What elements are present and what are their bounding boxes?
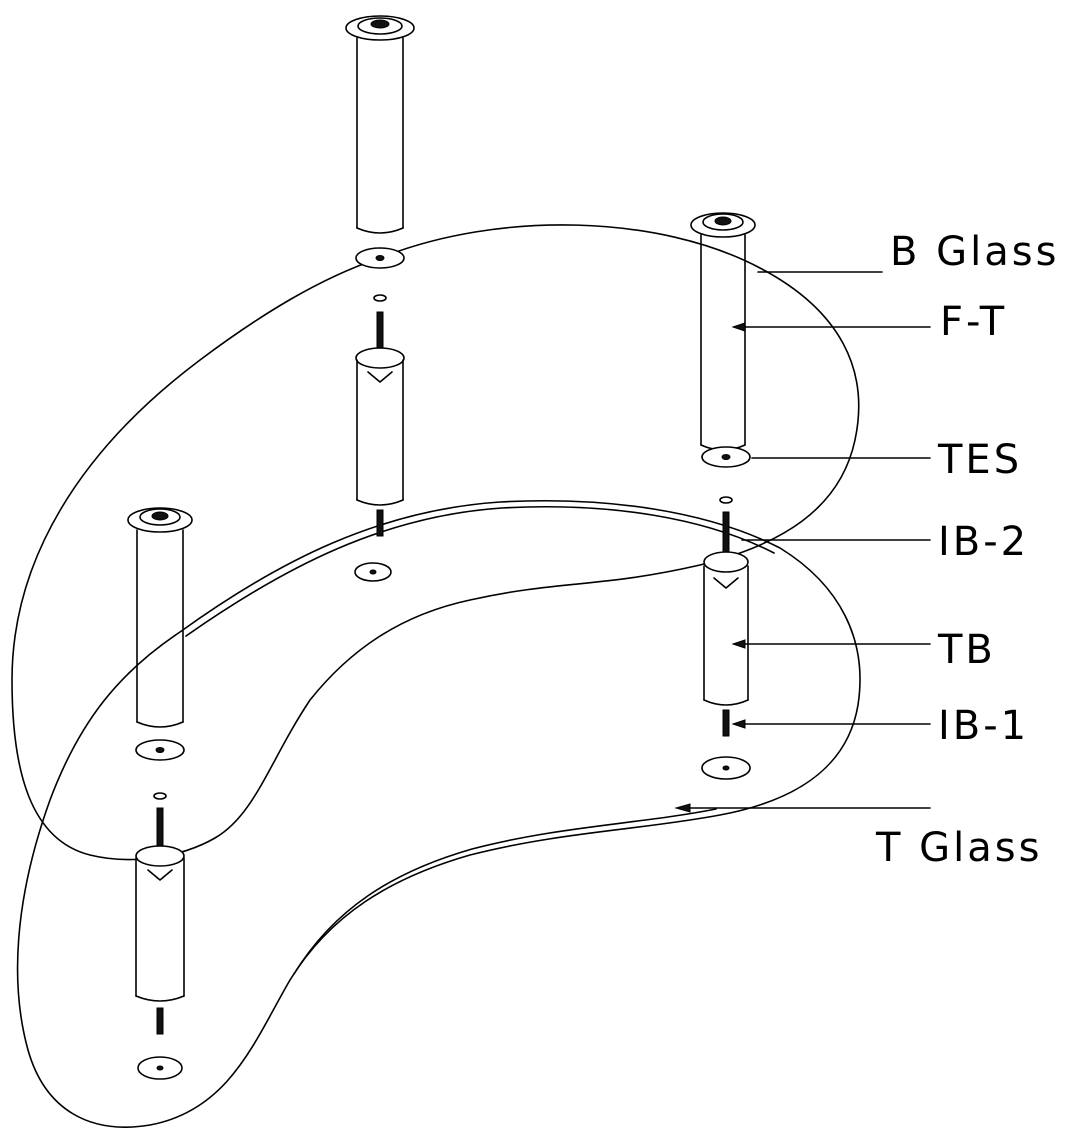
bottom-glass-outline bbox=[11, 224, 860, 861]
arrow-ib-1 bbox=[731, 719, 746, 729]
top-glass-outline bbox=[16, 500, 861, 1128]
arrow-tb bbox=[731, 639, 746, 649]
front-left-leg bbox=[127, 507, 193, 1080]
label-t-glass: T Glass bbox=[876, 825, 1043, 871]
arrow-f-t bbox=[731, 322, 746, 332]
top-glass-edge bbox=[185, 505, 775, 637]
arrow-t-glass bbox=[674, 803, 691, 813]
label-tb: TB bbox=[938, 627, 996, 673]
back-left-leg bbox=[345, 15, 415, 582]
label-tes: TES bbox=[938, 437, 1023, 483]
top-glass-edge-lower bbox=[293, 808, 717, 975]
label-ib-1: IB-1 bbox=[938, 703, 1030, 749]
label-b-glass: B Glass bbox=[890, 229, 1060, 275]
label-ib-2: IB-2 bbox=[938, 519, 1030, 565]
label-f-t: F-T bbox=[940, 299, 1008, 345]
leader-lines bbox=[674, 271, 931, 813]
back-right-leg bbox=[690, 212, 756, 780]
